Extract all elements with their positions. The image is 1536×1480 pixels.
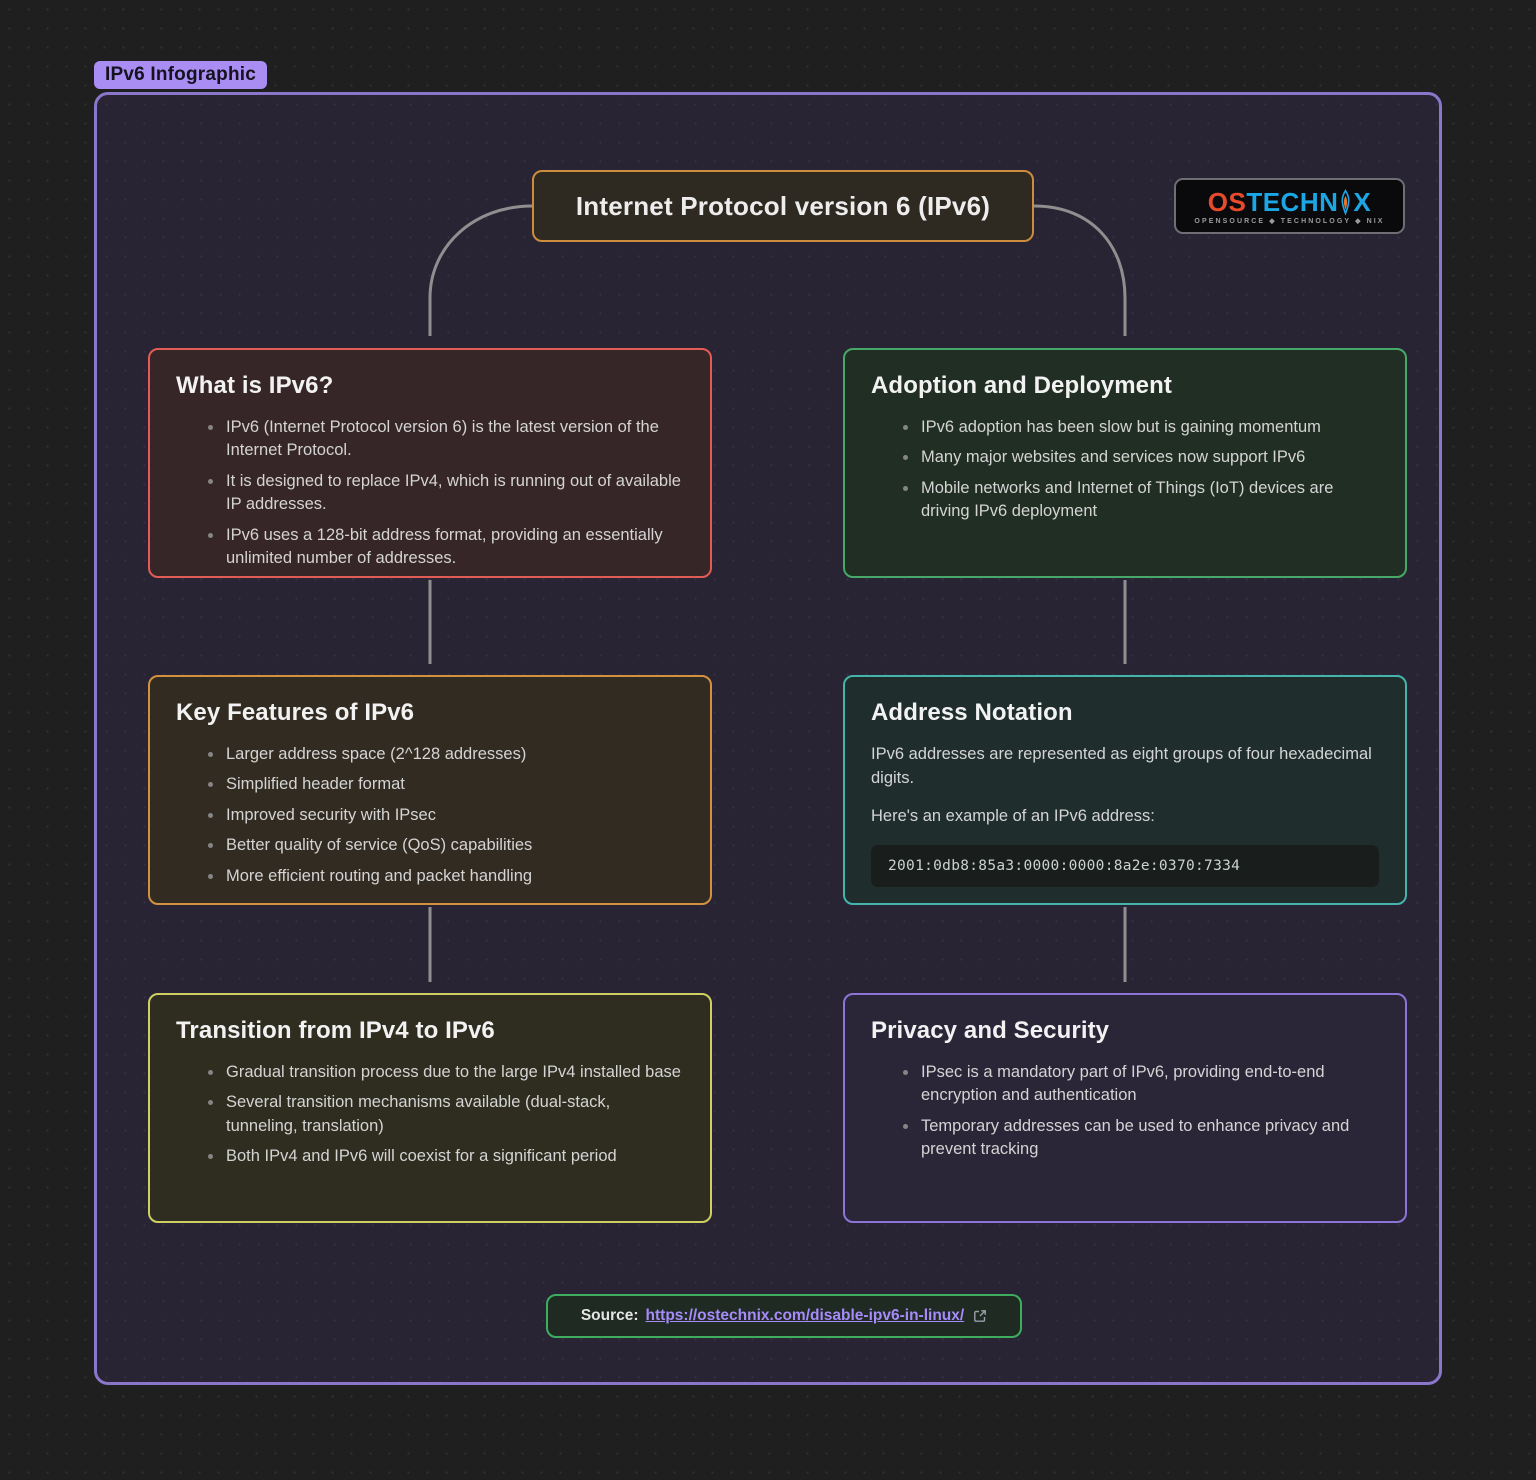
card-address-notation: Address Notation IPv6 addresses are repr…	[843, 675, 1407, 905]
source-link[interactable]: https://ostechnix.com/disable-ipv6-in-li…	[645, 1307, 965, 1324]
bullet-item: IPv6 uses a 128-bit address format, prov…	[208, 524, 684, 571]
bullet-item: Several transition mechanisms available …	[208, 1091, 684, 1138]
bullet-item: Temporary addresses can be used to enhan…	[903, 1115, 1379, 1162]
card-title: Key Features of IPv6	[176, 699, 415, 726]
infographic-title-badge: IPv6 Infographic	[94, 61, 268, 89]
card-paragraph: IPv6 addresses are represented as eight …	[871, 745, 1372, 787]
card-bullet-list: Gradual transition process due to the la…	[208, 1061, 684, 1169]
logo-word-os: OS	[1207, 186, 1247, 217]
card-bullet-list: IPv6 adoption has been slow but is gaini…	[903, 416, 1379, 524]
card-bullet-list: IPsec is a mandatory part of IPv6, provi…	[903, 1061, 1379, 1162]
bullet-item: More efficient routing and packet handli…	[208, 865, 684, 888]
bullet-item: Mobile networks and Internet of Things (…	[903, 477, 1379, 524]
card-title: What is IPv6?	[176, 372, 334, 399]
card-key-features: Key Features of IPv6 Larger address spac…	[148, 675, 712, 905]
card-title: Address Notation	[871, 699, 1073, 726]
source-box: Source: https://ostechnix.com/disable-ip…	[546, 1294, 1022, 1338]
card-paragraph: Here's an example of an IPv6 address:	[871, 806, 1155, 825]
card-bullet-list: IPv6 (Internet Protocol version 6) is th…	[208, 416, 684, 571]
logo-word-techn: TECHN	[1246, 186, 1339, 217]
card-title: Adoption and Deployment	[871, 372, 1172, 399]
card-what-is-ipv6: What is IPv6? IPv6 (Internet Protocol ve…	[148, 348, 712, 578]
bullet-item: Larger address space (2^128 addresses)	[208, 743, 684, 766]
bullet-item: It is designed to replace IPv4, which is…	[208, 470, 684, 517]
external-link-icon	[974, 1310, 987, 1322]
card-bullet-list: Larger address space (2^128 addresses) S…	[208, 743, 684, 888]
flame-icon	[1341, 188, 1350, 216]
ipv6-address-code: 2001:0db8:85a3:0000:0000:8a2e:0370:7334	[871, 844, 1379, 887]
bullet-item: Many major websites and services now sup…	[903, 446, 1379, 469]
card-privacy-security: Privacy and Security IPsec is a mandator…	[843, 993, 1407, 1223]
bullet-item: Improved security with IPsec	[208, 804, 684, 827]
card-adoption-and-deployment: Adoption and Deployment IPv6 adoption ha…	[843, 348, 1407, 578]
logo-word-x: X	[1353, 186, 1372, 217]
card-title: Transition from IPv4 to IPv6	[176, 1017, 495, 1044]
bullet-item: IPv6 (Internet Protocol version 6) is th…	[208, 416, 684, 463]
bullet-item: Better quality of service (QoS) capabili…	[208, 834, 684, 857]
bullet-item: Simplified header format	[208, 773, 684, 796]
card-title: Privacy and Security	[871, 1017, 1110, 1044]
bullet-item: Both IPv4 and IPv6 will coexist for a si…	[208, 1145, 684, 1168]
page-title: Internet Protocol version 6 (IPv6)	[575, 190, 991, 221]
source-label: Source:	[580, 1307, 639, 1324]
bullet-item: Gradual transition process due to the la…	[208, 1061, 684, 1084]
main-title-box: Internet Protocol version 6 (IPv6)	[532, 170, 1034, 242]
bullet-item: IPsec is a mandatory part of IPv6, provi…	[903, 1061, 1379, 1108]
bullet-item: IPv6 adoption has been slow but is gaini…	[903, 416, 1379, 439]
logo-tagline: OPENSOURCE ◆ TECHNOLOGY ◆ NIX	[1194, 217, 1385, 225]
card-transition: Transition from IPv4 to IPv6 Gradual tra…	[148, 993, 712, 1223]
